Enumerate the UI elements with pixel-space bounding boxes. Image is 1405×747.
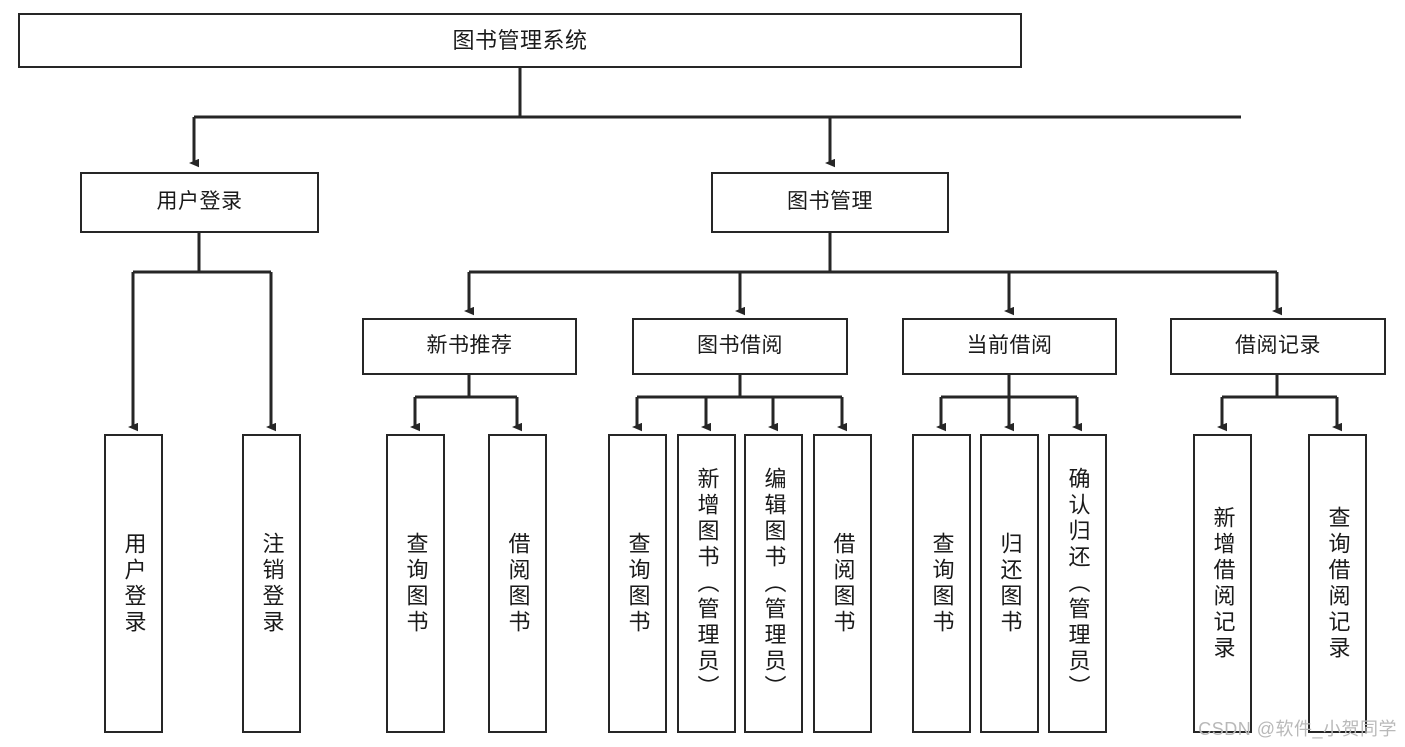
node-new-book-recommend-label: 新书推荐 [426,334,513,358]
node-leaf-user-logout-label: 注销登录 [259,531,285,636]
node-leaf-edit-book-label: 编辑图书（管理员） [761,466,787,701]
node-leaf-query-book-3[interactable]: 查询图书 [912,434,971,733]
node-root-label: 图书管理系统 [452,27,588,53]
node-leaf-confirm-return[interactable]: 确认归还（管理员） [1048,434,1107,733]
node-user-login-label: 用户登录 [156,190,243,214]
node-leaf-confirm-return-label: 确认归还（管理员） [1065,466,1091,701]
node-leaf-add-book-label: 新增图书（管理员） [694,466,720,701]
node-leaf-borrow-book-1[interactable]: 借阅图书 [488,434,547,733]
node-user-login[interactable]: 用户登录 [80,172,319,233]
node-leaf-user-login[interactable]: 用户登录 [104,434,163,733]
node-leaf-edit-book[interactable]: 编辑图书（管理员） [744,434,803,733]
node-current-borrow-label: 当前借阅 [966,334,1053,358]
node-current-borrow[interactable]: 当前借阅 [902,318,1117,375]
node-book-borrow-label: 图书借阅 [697,334,783,358]
node-leaf-query-book-2-label: 查询图书 [625,531,651,636]
node-leaf-return-book[interactable]: 归还图书 [980,434,1039,733]
node-leaf-query-record[interactable]: 查询借阅记录 [1308,434,1367,733]
node-book-management[interactable]: 图书管理 [711,172,949,233]
node-leaf-add-book[interactable]: 新增图书（管理员） [677,434,736,733]
node-leaf-borrow-book-2[interactable]: 借阅图书 [813,434,872,733]
node-leaf-user-logout[interactable]: 注销登录 [242,434,301,733]
node-new-book-recommend[interactable]: 新书推荐 [362,318,577,375]
node-borrow-record-label: 借阅记录 [1235,334,1321,358]
node-leaf-borrow-book-1-label: 借阅图书 [505,531,531,636]
node-book-borrow[interactable]: 图书借阅 [632,318,848,375]
node-leaf-return-book-label: 归还图书 [997,531,1023,636]
node-leaf-query-record-label: 查询借阅记录 [1325,505,1351,662]
node-leaf-query-book-3-label: 查询图书 [929,531,955,636]
node-root[interactable]: 图书管理系统 [18,13,1022,68]
node-book-management-label: 图书管理 [787,190,873,214]
node-leaf-query-book-2[interactable]: 查询图书 [608,434,667,733]
node-leaf-query-book-1-label: 查询图书 [403,531,429,636]
node-leaf-borrow-book-2-label: 借阅图书 [830,531,856,636]
node-leaf-add-record-label: 新增借阅记录 [1210,505,1236,662]
node-leaf-add-record[interactable]: 新增借阅记录 [1193,434,1252,733]
node-leaf-query-book-1[interactable]: 查询图书 [386,434,445,733]
node-borrow-record[interactable]: 借阅记录 [1170,318,1386,375]
node-leaf-user-login-label: 用户登录 [121,531,147,636]
